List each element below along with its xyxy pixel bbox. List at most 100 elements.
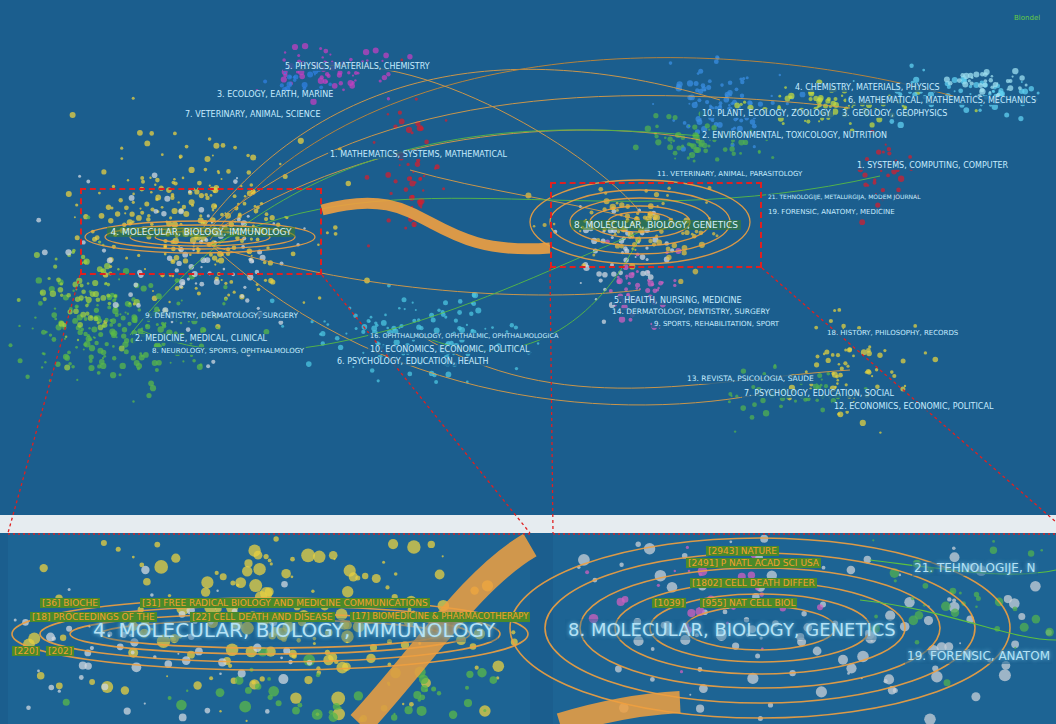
data-point bbox=[954, 90, 956, 92]
data-point bbox=[980, 72, 984, 76]
data-point bbox=[1012, 76, 1014, 78]
data-point bbox=[164, 196, 170, 202]
data-point bbox=[355, 327, 358, 330]
data-point bbox=[616, 209, 619, 212]
data-point bbox=[141, 180, 145, 184]
data-point bbox=[104, 263, 110, 269]
data-point bbox=[773, 365, 777, 369]
data-point bbox=[868, 345, 871, 348]
data-point bbox=[247, 215, 250, 218]
data-point bbox=[116, 547, 121, 552]
data-point bbox=[706, 85, 711, 90]
data-point bbox=[78, 175, 81, 178]
data-point bbox=[144, 202, 149, 207]
data-point bbox=[579, 230, 581, 232]
data-point bbox=[365, 175, 370, 180]
data-point bbox=[88, 327, 90, 329]
data-point bbox=[136, 363, 142, 369]
data-point bbox=[333, 703, 340, 710]
data-point bbox=[952, 77, 958, 83]
data-point bbox=[381, 320, 387, 326]
data-point bbox=[415, 98, 418, 101]
data-point bbox=[887, 151, 891, 155]
data-point bbox=[993, 82, 998, 87]
data-point bbox=[178, 209, 184, 215]
data-point bbox=[244, 559, 252, 567]
data-point bbox=[253, 563, 265, 575]
data-point bbox=[128, 292, 133, 297]
data-point bbox=[257, 307, 260, 310]
data-point bbox=[75, 346, 78, 349]
data-point bbox=[155, 178, 160, 183]
data-point bbox=[490, 676, 498, 684]
data-point bbox=[217, 171, 220, 174]
zoom-left-art bbox=[8, 533, 530, 724]
data-point bbox=[60, 282, 63, 285]
data-point bbox=[249, 259, 254, 264]
data-point bbox=[465, 686, 469, 690]
data-point bbox=[958, 88, 963, 93]
data-point bbox=[728, 400, 731, 403]
data-point bbox=[105, 318, 109, 322]
data-point bbox=[216, 259, 219, 262]
data-point bbox=[404, 227, 407, 230]
data-point bbox=[96, 304, 98, 306]
data-point bbox=[740, 94, 744, 98]
data-point bbox=[188, 190, 192, 194]
data-point bbox=[703, 89, 706, 92]
data-point bbox=[209, 676, 213, 680]
data-point bbox=[179, 247, 184, 252]
data-point bbox=[150, 385, 156, 391]
data-point bbox=[733, 127, 736, 130]
data-point bbox=[201, 576, 213, 588]
data-point bbox=[298, 703, 303, 708]
data-point bbox=[657, 287, 659, 289]
data-point bbox=[291, 575, 294, 578]
data-point bbox=[319, 85, 323, 89]
data-point bbox=[302, 82, 308, 88]
data-point bbox=[510, 323, 514, 327]
data-point bbox=[18, 358, 23, 363]
data-point bbox=[252, 680, 256, 684]
data-point bbox=[280, 83, 284, 87]
data-point bbox=[592, 254, 595, 257]
data-point bbox=[661, 202, 664, 205]
data-point bbox=[155, 195, 161, 201]
data-point bbox=[56, 682, 63, 689]
data-point bbox=[240, 294, 244, 298]
data-point bbox=[771, 95, 773, 97]
data-point bbox=[838, 411, 844, 417]
data-point bbox=[813, 647, 822, 656]
data-point bbox=[171, 554, 180, 563]
data-point bbox=[218, 328, 220, 330]
data-point bbox=[834, 97, 838, 101]
data-point bbox=[118, 278, 120, 280]
data-point bbox=[143, 352, 149, 358]
data-point bbox=[86, 180, 90, 184]
data-point bbox=[355, 576, 360, 581]
data-point bbox=[483, 709, 486, 712]
data-point bbox=[511, 630, 515, 634]
data-point bbox=[211, 203, 217, 209]
data-point bbox=[297, 54, 300, 57]
data-point bbox=[129, 195, 135, 201]
data-point bbox=[675, 132, 681, 138]
data-point bbox=[394, 572, 398, 576]
data-point bbox=[352, 366, 354, 368]
data-point bbox=[1007, 88, 1009, 90]
data-point bbox=[859, 219, 865, 225]
data-point bbox=[127, 313, 129, 315]
data-point bbox=[339, 81, 343, 85]
data-point bbox=[817, 105, 820, 108]
data-point bbox=[233, 194, 237, 198]
data-point bbox=[52, 337, 57, 342]
data-point bbox=[849, 122, 852, 125]
data-point bbox=[301, 548, 315, 562]
data-point bbox=[233, 146, 237, 150]
data-point bbox=[727, 98, 729, 100]
data-point bbox=[97, 371, 101, 375]
data-point bbox=[99, 213, 105, 219]
data-point bbox=[816, 354, 820, 358]
data-point bbox=[166, 675, 168, 677]
data-point bbox=[405, 706, 413, 714]
